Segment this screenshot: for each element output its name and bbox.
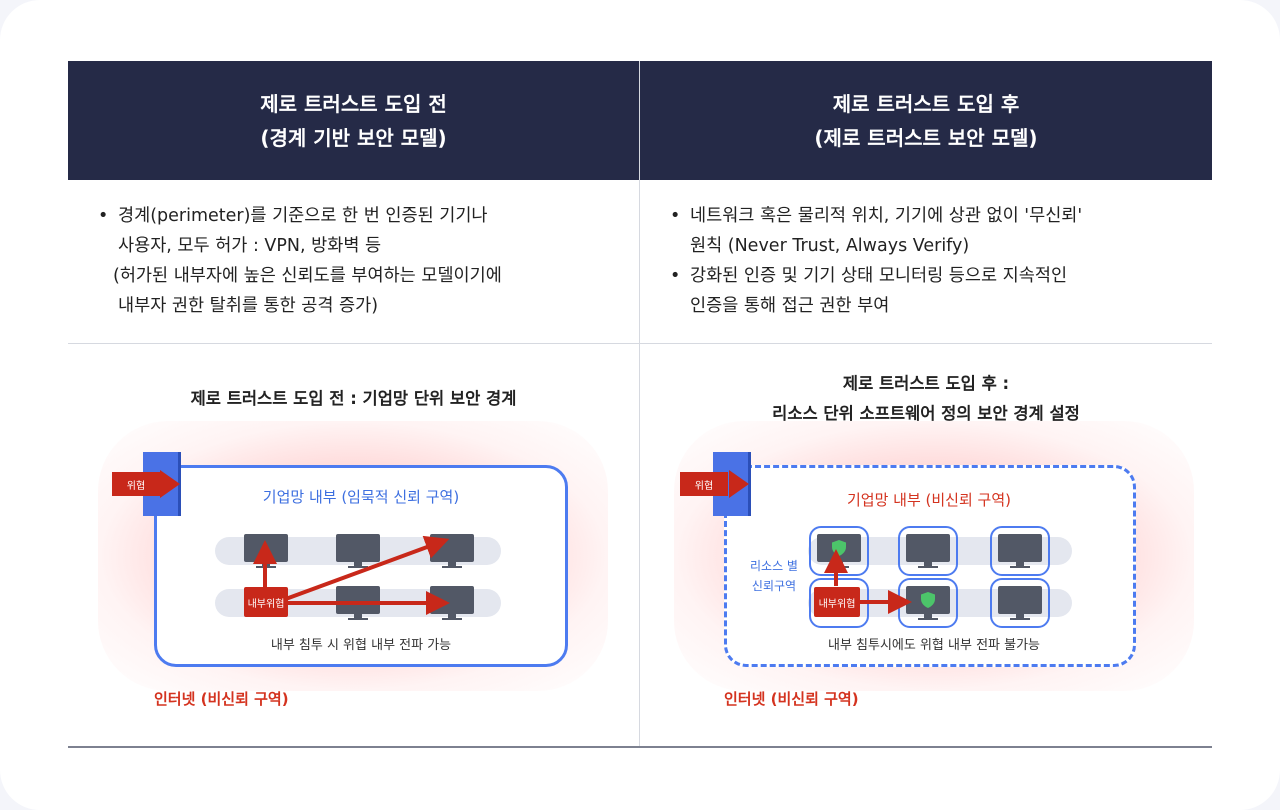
monitor-icon (998, 586, 1042, 620)
header-before-line2: (경계 기반 보안 모델) (260, 125, 447, 150)
after-diagram-title: 제로 트러스트 도입 후 : 리소스 단위 소프트웨어 정의 보안 경계 설정 (640, 369, 1212, 429)
after-bullet-2-line1: 강화된 인증 및 기기 상태 모니터링 등으로 지속적인 (690, 266, 1068, 286)
header-after-line2: (제로 트러스트 보안 모델) (814, 125, 1038, 150)
header-after-line1: 제로 트러스트 도입 후 (832, 91, 1020, 116)
resource-trust-ring (898, 526, 958, 576)
header-before-line1: 제로 트러스트 도입 전 (260, 91, 447, 116)
insider-threat-box-after: 내부위협 (814, 587, 860, 617)
insider-threat-box-before: 내부위협 (244, 587, 288, 617)
resource-trust-zone-line1: 리소스 별 (750, 559, 798, 573)
after-bullet-1-line1: 네트워크 혹은 물리적 위치, 기기에 상관 없이 '무신뢰' (690, 206, 1083, 226)
threat-spread-arrows-before (253, 535, 450, 615)
table-bottom-border (68, 746, 1212, 748)
before-note-line2: 내부자 권한 탈취를 통한 공격 증가) (118, 296, 379, 316)
monitor-icon (336, 586, 380, 620)
before-bullets: 경계(perimeter)를 기준으로 한 번 인증된 기기나 사용자, 모두 … (96, 201, 626, 321)
resource-trust-zone-label: 리소스 별 신뢰구역 (740, 556, 808, 596)
comparison-table: 제로 트러스트 도입 전 (경계 기반 보안 모델) 제로 트러스트 도입 후 … (68, 61, 1212, 748)
threat-arrow-before (160, 470, 180, 498)
resource-trust-ring (809, 526, 869, 576)
monitor-icon (998, 534, 1042, 568)
after-bullet-2-line2: 인증을 통해 접근 권한 부여 (690, 296, 890, 316)
enterprise-zone-label-after: 기업망 내부 (비신뢰 구역) (846, 491, 1011, 509)
before-note-line1: (허가된 내부자에 높은 신뢰도를 부여하는 모델이기에 (113, 266, 502, 286)
threat-arrow-after (729, 470, 749, 498)
header-before: 제로 트러스트 도입 전 (경계 기반 보안 모델) (68, 61, 639, 180)
threat-tag-before: 위협 (112, 472, 160, 496)
internet-label-before: 인터넷 (비신뢰 구역) (154, 690, 289, 708)
before-bullet-line2: 사용자, 모두 허가 : VPN, 방화벽 등 (118, 236, 382, 256)
after-bullet-2: 강화된 인증 및 기기 상태 모니터링 등으로 지속적인 인증을 통해 접근 권… (668, 261, 1208, 321)
after-bullets: 네트워크 혹은 물리적 위치, 기기에 상관 없이 '무신뢰' 원칙 (Neve… (668, 201, 1208, 321)
monitor-icon (906, 534, 950, 568)
threat-tag-after: 위협 (680, 472, 728, 496)
resource-trust-ring (990, 526, 1050, 576)
column-divider (639, 61, 640, 747)
after-bullet-1-line2: 원칙 (Never Trust, Always Verify) (690, 236, 970, 256)
before-bullet-line1: 경계(perimeter)를 기준으로 한 번 인증된 기기나 (118, 206, 488, 226)
header-after: 제로 트러스트 도입 후 (제로 트러스트 보안 모델) (640, 61, 1212, 180)
resource-trust-zone-line2: 신뢰구역 (751, 579, 797, 593)
caption-after: 내부 침투시에도 위협 내부 전파 불가능 (827, 638, 1041, 653)
shield-icon (832, 540, 846, 556)
before-diagram-title: 제로 트러스트 도입 전 : 기업망 단위 보안 경계 (190, 389, 517, 408)
shield-icon (921, 592, 935, 608)
after-bullet-1: 네트워크 혹은 물리적 위치, 기기에 상관 없이 '무신뢰' 원칙 (Neve… (668, 201, 1208, 261)
before-bullet: 경계(perimeter)를 기준으로 한 번 인증된 기기나 사용자, 모두 … (96, 201, 626, 261)
row-divider (68, 343, 1212, 344)
enterprise-zone-label-before: 기업망 내부 (임묵적 신뢰 구역) (262, 488, 460, 506)
after-diagram-title-line1: 제로 트러스트 도입 후 : (842, 374, 1010, 393)
monitor-icon (336, 534, 380, 568)
caption-before: 내부 침투 시 위협 내부 전파 가능 (270, 638, 452, 653)
resource-trust-ring (990, 578, 1050, 628)
after-diagram-title-line2: 리소스 단위 소프트웨어 정의 보안 경계 설정 (772, 404, 1080, 423)
internet-label-after: 인터넷 (비신뢰 구역) (724, 690, 859, 708)
